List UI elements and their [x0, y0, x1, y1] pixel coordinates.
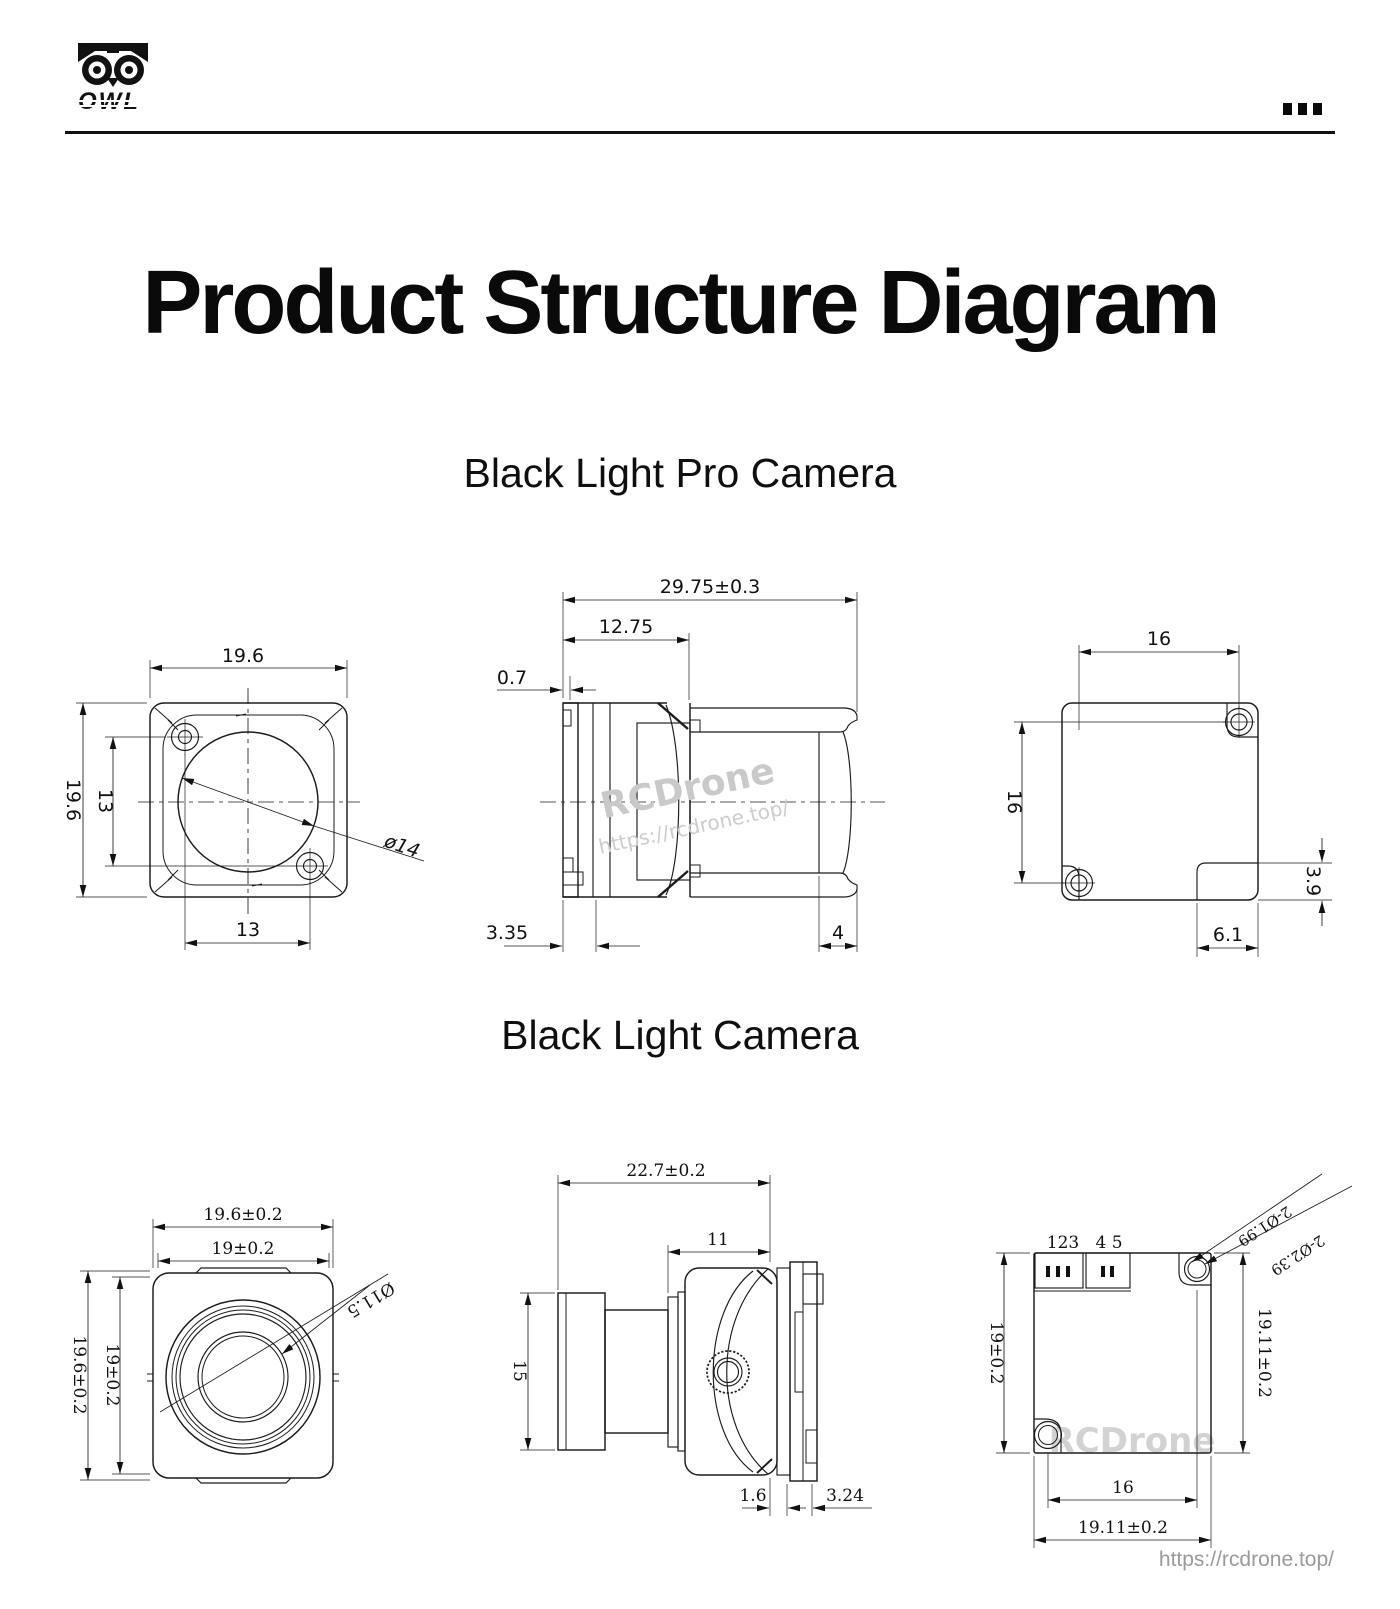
dim-bl-side-front-length: 11 [707, 1230, 729, 1250]
pro-side-body [540, 702, 885, 898]
pro-front-body [138, 688, 360, 918]
dim-pro-rear-hole-span-v: 16 [1003, 790, 1025, 814]
footer-watermark-url: https://rcdrone.top/ [1158, 1548, 1334, 1571]
pro-front-dimensions: 19.6 19.6 13 13 ø14 [62, 645, 425, 950]
bl-side-body [557, 1261, 824, 1482]
bl-rear-view-drawing: RCDrone 123 4 5 2-Ø1.99 2-Ø2.39 [986, 1173, 1353, 1548]
dim-bl-front-inner-height: 19±0.2 [102, 1344, 122, 1407]
section-title-black-light: Black Light Camera [501, 1012, 859, 1058]
dim-bl-front-inner-width: 19±0.2 [212, 1239, 275, 1259]
pro-side-watermark: RCDrone https://rcdrone.top/ [596, 750, 791, 858]
bl-front-dimensions: 19.6±0.2 19±0.2 19.6±0.2 19±0.2 Ø11.5 [69, 1205, 398, 1481]
dim-pro-side-rear-tab: 4 [832, 922, 844, 944]
bl-rear-dimensions: 123 4 5 2-Ø1.99 2-Ø2.39 19±0.2 19.11±0.2… [986, 1173, 1353, 1548]
bl-side-dimensions: 22.7±0.2 11 15 1.6 3.24 [509, 1161, 872, 1516]
dim-pro-front-left-height: 19.6 [62, 779, 84, 821]
dim-bl-front-outer-height: 19.6±0.2 [69, 1335, 89, 1414]
dim-bl-side-total: 22.7±0.2 [626, 1161, 705, 1181]
pro-side-view-drawing: RCDrone https://rcdrone.top/ 29.75±0.3 1… [486, 576, 885, 952]
header-divider [65, 131, 1335, 134]
dim-pro-rear-notch-height: 3.9 [1302, 866, 1324, 896]
bl-rear-body [1033, 1252, 1212, 1454]
dim-pro-rear-hole-span-h: 16 [1147, 628, 1171, 650]
owl-face [78, 43, 148, 87]
dim-bl-front-lens-dia: Ø11.5 [343, 1277, 398, 1321]
pro-side-dimensions: 29.75±0.3 12.75 0.7 3.35 4 [486, 576, 858, 952]
label-pins-123: 123 [1047, 1233, 1079, 1253]
dim-pro-side-flange: 0.7 [497, 667, 527, 689]
dim-pro-side-lens-length: 12.75 [599, 616, 653, 638]
dim-bl-side-barrel-height: 15 [509, 1360, 529, 1382]
owl-logo-icon [78, 43, 148, 87]
dim-pro-front-top-width: 19.6 [222, 645, 264, 667]
note-screw-inner-dia: 2-Ø1.99 [1235, 1202, 1295, 1250]
pro-front-view-drawing: 19.6 19.6 13 13 ø14 [62, 645, 425, 950]
dim-bl-rear-left-height: 19±0.2 [986, 1322, 1006, 1385]
watermark-name-2: RCDrone [1049, 1421, 1216, 1461]
dim-pro-rear-notch-width: 6.1 [1213, 924, 1243, 946]
dim-pro-side-mount-depth: 3.35 [486, 922, 528, 944]
dim-bl-rear-right-height: 19.11±0.2 [1254, 1308, 1274, 1398]
ellipsis-menu-icon[interactable] [1283, 103, 1322, 115]
dim-pro-side-total: 29.75±0.3 [660, 576, 761, 598]
dim-bl-side-board-gap: 1.6 [739, 1486, 766, 1506]
dim-bl-rear-hole-span: 16 [1112, 1478, 1134, 1498]
dim-bl-rear-bottom-width: 19.11±0.2 [1078, 1518, 1168, 1538]
dim-bl-side-rear-depth: 3.24 [826, 1486, 864, 1506]
note-screw-outer-dia: 2-Ø2.39 [1268, 1231, 1328, 1279]
page-title: Product Structure Diagram [142, 253, 1220, 353]
pro-rear-view-drawing: 16 16 3.9 6.1 [1003, 628, 1332, 957]
dim-bl-front-outer-width: 19.6±0.2 [203, 1205, 282, 1225]
dim-pro-front-hole-span-v: 13 [94, 789, 116, 813]
pro-rear-body [1061, 702, 1259, 901]
bl-front-body [147, 1267, 339, 1484]
brand-stripes [78, 100, 146, 107]
bl-side-view-drawing: 22.7±0.2 11 15 1.6 3.24 [509, 1161, 872, 1516]
pro-rear-dimensions: 16 16 3.9 6.1 [1003, 628, 1332, 957]
dim-pro-front-hole-span-h: 13 [236, 919, 260, 941]
section-title-pro: Black Light Pro Camera [463, 450, 897, 496]
bl-front-view-drawing: 19.6±0.2 19±0.2 19.6±0.2 19±0.2 Ø11.5 [69, 1205, 398, 1484]
label-pins-45: 4 5 [1095, 1233, 1122, 1253]
dim-pro-front-lens-dia: ø14 [380, 830, 422, 863]
